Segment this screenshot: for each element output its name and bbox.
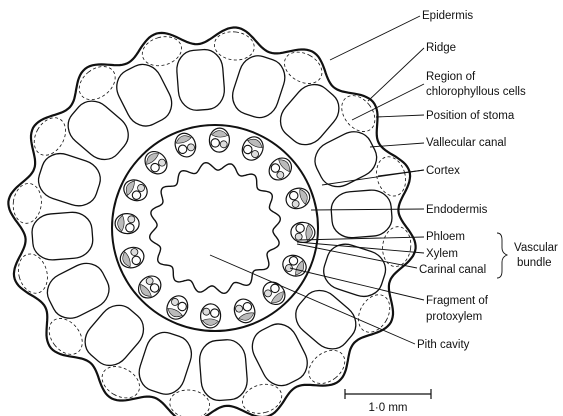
xylem-element [211,138,220,147]
label-ridge: Ridge [426,42,456,54]
label-fragment-line2: protoxylem [426,311,482,323]
bundle-outline [120,176,150,204]
leader-cortex-b [378,170,424,176]
vascular-bundle-brace [497,233,507,278]
scale-bar: 1·0 mm [345,389,431,414]
chlorophyllous-region [302,344,351,391]
scale-bar-label: 1·0 mm [369,402,408,414]
vascular-bundle [239,133,267,163]
bundle-outline [231,296,258,325]
leader-region [352,84,424,120]
vallecular-canal [330,189,393,239]
chlorophyllous-region [335,89,382,138]
xylem-element [125,223,134,232]
vallecular-canal [34,149,105,211]
bundle-outline [283,185,312,212]
label-pith-cavity: Pith cavity [417,339,470,351]
chlorophyllous-region [42,312,89,361]
label-cortex: Cortex [426,165,460,177]
vallecular-canal [134,328,196,399]
vascular-bundle [163,292,191,322]
leader-ridge [368,48,424,101]
label-phloem: Phloem [426,231,465,243]
bundle-outline [172,130,199,159]
label-vascular-line2: bundle [517,257,552,269]
leader-endodermis [311,209,424,210]
carinal-canal [295,233,302,240]
carinal-canal [220,141,227,148]
leader-stoma [376,115,424,117]
vallecular-canals [31,48,394,402]
vascular-bundle [279,252,309,280]
label-carinal-canal: Carinal canal [419,264,486,276]
carinal-canal [203,308,210,315]
label-vascular-line1: Vascular [514,242,558,254]
vallecular-canal [175,48,225,111]
vallecular-canal [31,211,94,261]
label-epidermis: Epidermis [422,10,473,22]
label-xylem: Xylem [426,248,458,260]
label-endodermis: Endodermis [426,204,488,216]
vallecular-canal [228,51,290,122]
vascular-bundles [115,128,316,329]
label-region-line2: chlorophyllous cells [426,86,526,98]
vascular-bundle [120,176,150,204]
label-stoma: Position of stoma [426,110,515,122]
leader-epidermis [330,16,420,60]
vascular-bundle [231,296,258,325]
xylem-element [296,224,305,233]
label-fragment-line1: Fragment of [426,295,489,307]
bundle-outline [163,292,191,322]
vascular-bundle [117,244,146,271]
vallecular-canal [198,338,248,401]
label-region-line1: Region of [426,71,476,83]
label-vallecular-canal: Vallecular canal [426,137,506,149]
vascular-bundle [172,130,199,159]
pith-cavity-outline [150,163,281,294]
vallecular-canal [319,239,390,301]
endodermis-ring [112,125,318,331]
bundle-outline [117,244,146,271]
carinal-canal [128,216,135,223]
vascular-bundle [283,185,312,212]
bundle-outline [239,133,267,163]
vascular-bundle [209,128,230,153]
bundle-outline [279,252,309,280]
chlorophyllous-region [73,60,122,107]
vascular-bundle [200,303,221,328]
vascular-bundle [115,213,140,234]
xylem-element [210,309,219,318]
